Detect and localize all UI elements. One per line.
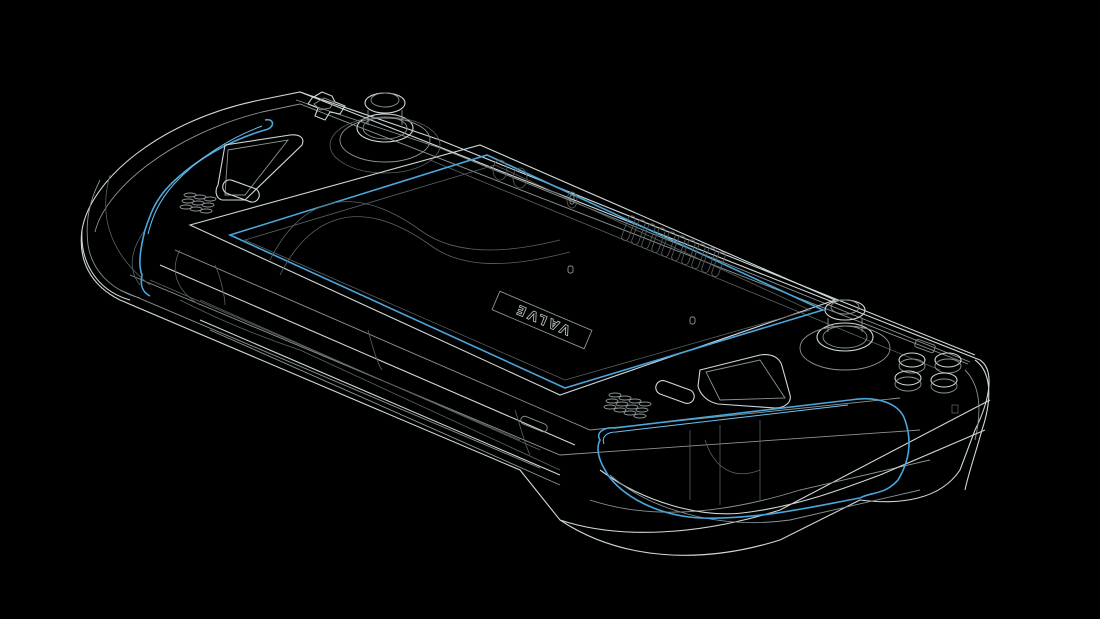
logo-plate: VALVE (491, 290, 593, 350)
face-buttons (894, 338, 962, 414)
left-buttons (179, 179, 260, 214)
right-joystick (799, 299, 891, 371)
right-trackpad (697, 354, 791, 409)
screen (188, 144, 837, 396)
device-body (80, 91, 991, 556)
left-joystick (329, 92, 441, 174)
left-grip (81, 118, 274, 306)
right-grip (597, 359, 990, 523)
left-trackpad (215, 134, 304, 201)
top-vent (492, 159, 726, 277)
right-buttons (603, 380, 695, 419)
dpad (307, 91, 346, 121)
